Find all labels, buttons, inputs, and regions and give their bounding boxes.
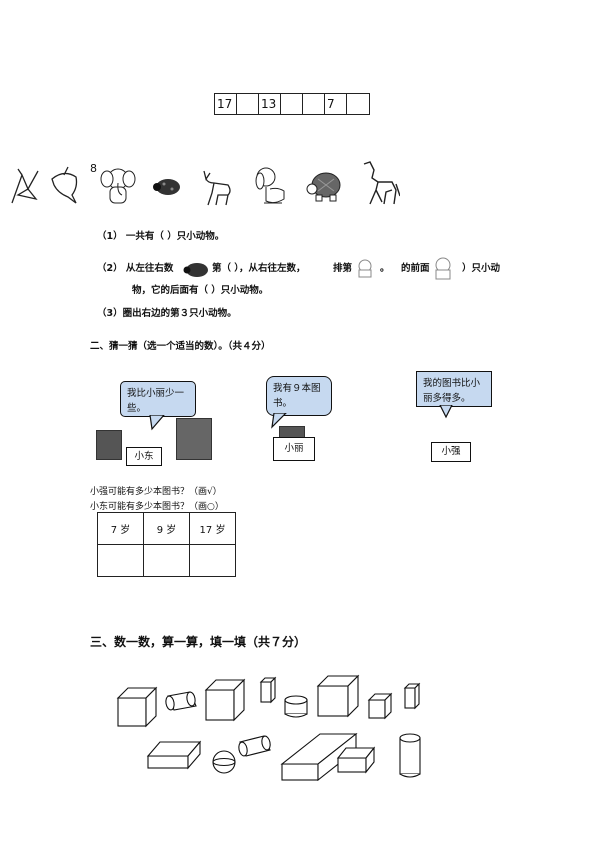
question-2-part-b: 第（ ），从右往左数，: [212, 263, 306, 274]
answer-cell[interactable]: [143, 544, 190, 577]
cuboid-icon: [336, 746, 376, 774]
dolphin-icon: [51, 166, 78, 204]
photo-child: [176, 418, 212, 460]
name-box-left: 小东: [126, 447, 162, 466]
horse-icon: [363, 161, 400, 205]
speech-bubble-right: 我的图书比小丽多得多。: [416, 371, 492, 407]
answer-cell[interactable]: [189, 544, 236, 577]
question-2-line-2: 物，它的后面有（ ）只小动物。: [132, 285, 269, 296]
prompt-2: 小东可能有多少本图书？（画○）: [90, 502, 224, 512]
age-table: 7 岁 9 岁 17 岁: [97, 512, 236, 577]
age-header: 17 岁: [189, 512, 236, 545]
number-cell[interactable]: [303, 94, 325, 114]
elephant-icon: [435, 257, 451, 280]
question-2-part-a: （2） 从左往右数: [97, 263, 174, 274]
question-2-part-f: ）只小动: [462, 263, 501, 274]
name-box-middle: 小丽: [273, 437, 315, 461]
number-cell: 17: [215, 94, 237, 114]
speech-bubble-left: 我比小丽少一些。: [120, 381, 196, 417]
number-cell[interactable]: [281, 94, 303, 114]
cube-icon: [316, 674, 360, 718]
elephant-icon: [100, 168, 136, 204]
section-3-title: 三、数一数，算一算，填一填（共７分）: [90, 635, 307, 649]
cuboid-icon: [259, 676, 277, 704]
shapes-illustration: [116, 674, 421, 782]
question-2-part-d: 。: [380, 263, 390, 274]
deer-icon: [203, 170, 231, 206]
ladybug-icon: [183, 263, 208, 277]
age-header: 7 岁: [97, 512, 144, 545]
number-cell[interactable]: [237, 94, 259, 114]
bubble-tail: [149, 415, 165, 431]
cylinder-icon: [238, 735, 271, 757]
prompt-1: 小强可能有多少本图书？（画√）: [90, 487, 222, 497]
number-cell[interactable]: [347, 94, 369, 114]
question-1: （1） 一共有（ ）只小动物。: [97, 231, 225, 242]
bubble-tail: [439, 405, 453, 419]
sphere-icon: [212, 750, 236, 774]
age-header: 9 岁: [143, 512, 190, 545]
answer-cell[interactable]: [97, 544, 144, 577]
question-2-part-e: 的前面: [401, 263, 430, 274]
turtle-icon: [306, 172, 341, 202]
ladybug-icon: [153, 179, 180, 195]
cylinder-icon: [399, 733, 421, 778]
bubble-tail: [271, 413, 287, 429]
number-cell: 13: [259, 94, 281, 114]
photo-child: [96, 430, 122, 460]
cuboid-icon: [403, 682, 421, 710]
section-2-title: 二、猜一猜（选一个适当的数）。（共４分）: [90, 341, 271, 352]
bubble-text: 我比小丽少一些。: [127, 388, 185, 414]
cuboid-icon: [280, 732, 358, 782]
speech-bubble-middle: 我有９本图书。: [266, 376, 332, 416]
animal-number-label: 8: [90, 162, 97, 175]
number-strip: 17 13 7: [214, 93, 370, 115]
cube-icon: [116, 686, 158, 728]
bird-icon: [11, 168, 39, 204]
cube-icon: [367, 692, 393, 720]
bubble-text: 我有９本图书。: [273, 383, 321, 409]
bubble-text: 我的图书比小丽多得多。: [423, 378, 481, 404]
question-3: （3）圈出右边的第３只小动物。: [97, 308, 237, 319]
cylinder-icon: [284, 695, 308, 718]
question-2-part-c: 排第: [333, 263, 353, 274]
cylinder-icon: [165, 691, 197, 711]
name-box-right: 小强: [431, 442, 471, 462]
elephant-icon: [358, 259, 372, 278]
puppy-icon: [255, 167, 285, 204]
cube-icon: [204, 678, 246, 722]
number-cell: 7: [325, 94, 347, 114]
cuboid-icon: [146, 740, 202, 770]
